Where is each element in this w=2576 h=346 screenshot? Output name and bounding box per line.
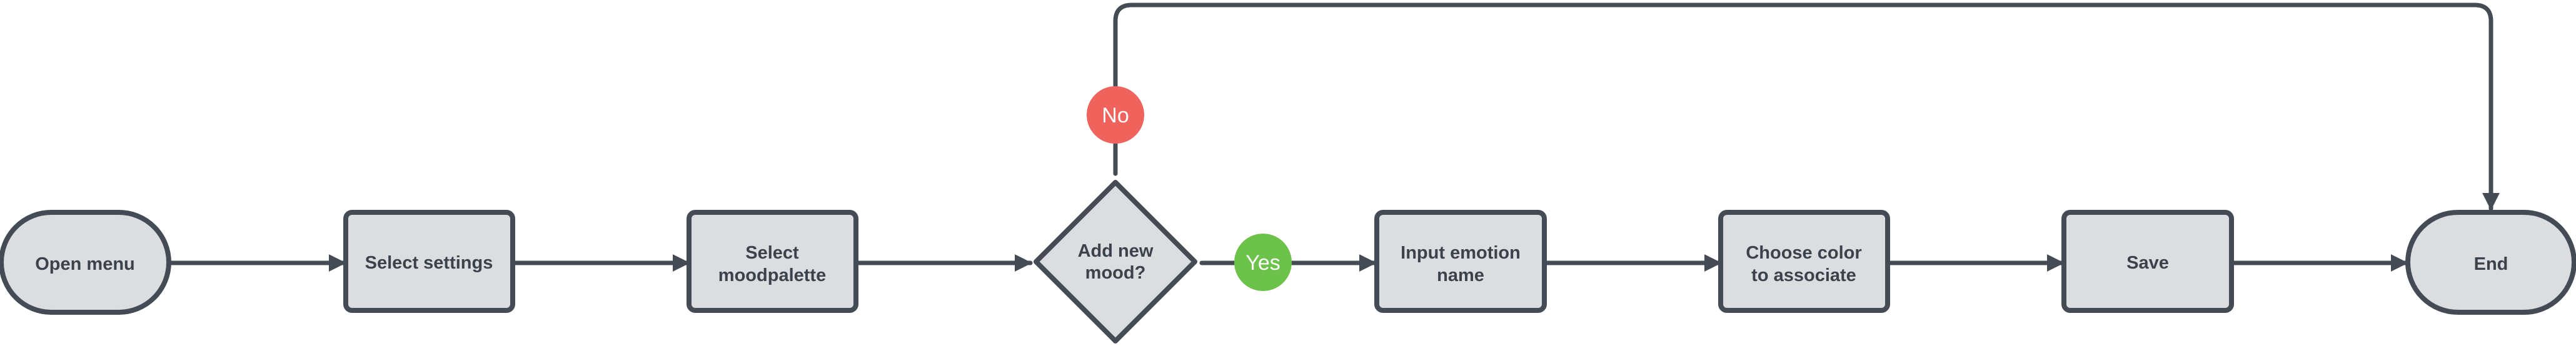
- process-shape: [2061, 210, 2234, 313]
- process-shape: [1374, 210, 1547, 313]
- node-end: End: [2405, 210, 2576, 315]
- node-add-new-mood: Add new mood?: [1034, 180, 1197, 344]
- badge-yes: Yes: [1234, 234, 1292, 291]
- edges: [168, 2, 2500, 272]
- process-shape: [343, 210, 515, 313]
- node-choose-color: Choose color to associate: [1718, 210, 1890, 313]
- badge-no: No: [1087, 86, 1144, 144]
- process-shape: [687, 210, 858, 313]
- node-label-line-1: Choose color: [1746, 243, 1861, 263]
- node-label: Select settings: [365, 253, 493, 273]
- node-input-emotion-name: Input emotion name: [1374, 210, 1547, 313]
- node-open-menu: Open menu: [0, 210, 171, 315]
- node-select-moodpalette: Select moodpalette: [687, 210, 858, 313]
- node-label-line-2: to associate: [1751, 265, 1856, 285]
- nodes: Open menu Select settings Select moodpal…: [0, 180, 2576, 344]
- terminal-shape: [0, 210, 171, 315]
- node-select-settings: Select settings: [343, 210, 515, 313]
- decision-shape: [1034, 180, 1197, 344]
- node-label-line-2: mood?: [1085, 263, 1146, 283]
- node-label: End: [2474, 254, 2508, 274]
- yes-badge-label: Yes: [1245, 251, 1280, 275]
- node-label-line-1: Add new: [1078, 241, 1154, 261]
- node-label: Save: [2126, 253, 2169, 273]
- node-label: Open menu: [35, 254, 135, 274]
- node-save: Save: [2061, 210, 2234, 313]
- node-label-line-2: moodpalette: [718, 265, 826, 285]
- terminal-shape: [2405, 210, 2576, 315]
- node-label-line-2: name: [1437, 265, 1484, 285]
- node-label-line-1: Select: [745, 243, 799, 263]
- no-badge-circle: [1087, 86, 1144, 144]
- no-badge-label: No: [1102, 104, 1129, 127]
- process-shape: [1718, 210, 1890, 313]
- yes-badge-circle: [1234, 234, 1292, 291]
- node-label-line-1: Input emotion: [1401, 243, 1521, 263]
- edge-no-badge-to-end: [1113, 2, 2500, 211]
